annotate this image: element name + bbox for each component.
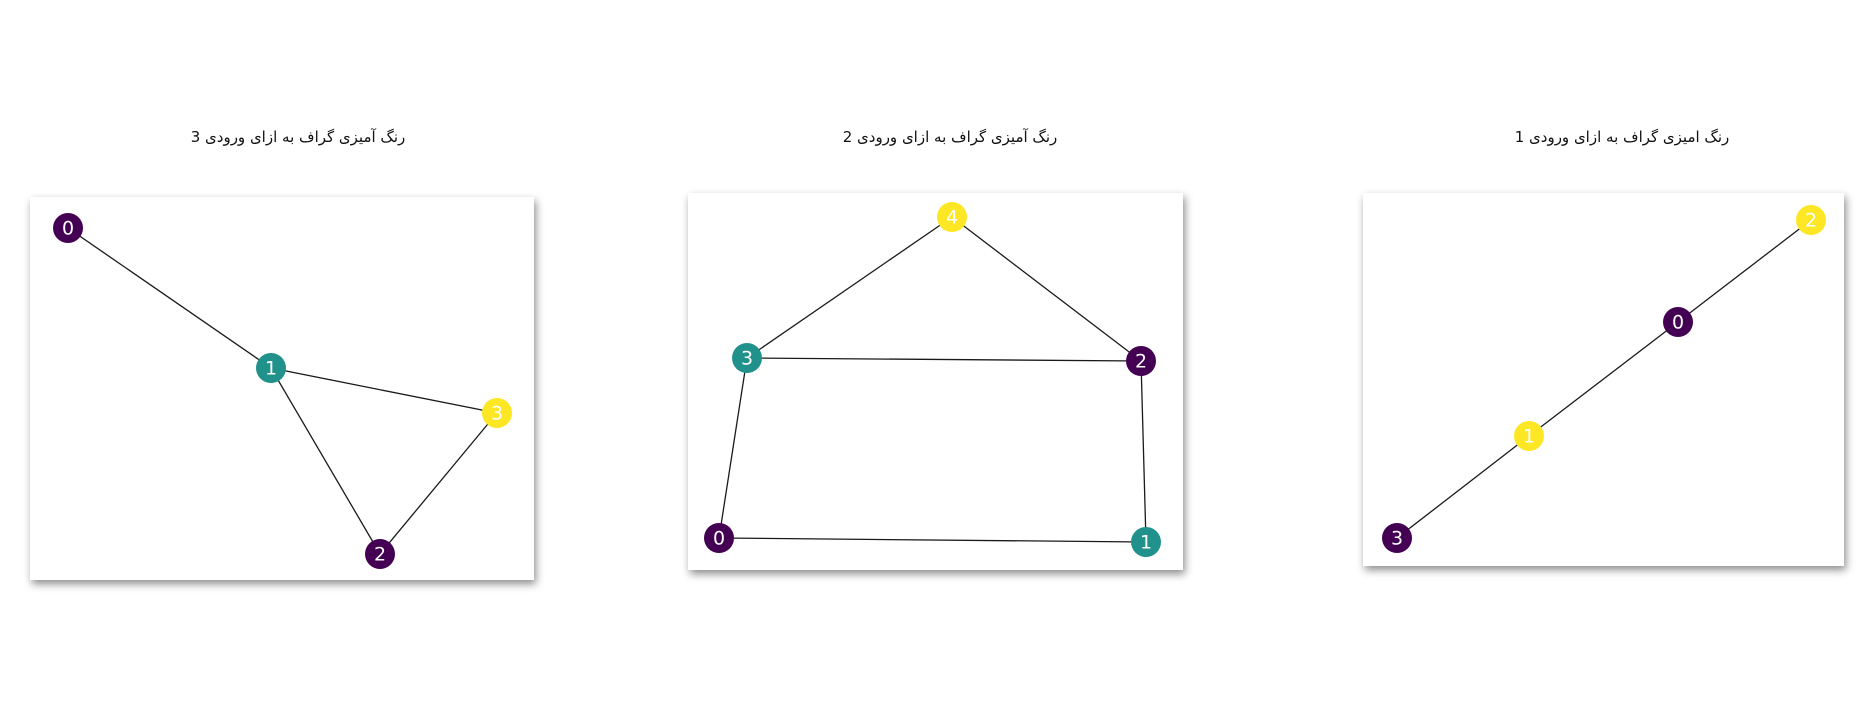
edge-1-3 — [270, 367, 498, 414]
node-label: 3 — [491, 403, 503, 425]
node-2 — [365, 539, 395, 569]
node-2 — [1126, 346, 1156, 376]
edge-2-0 — [1677, 219, 1812, 323]
node-label: 0 — [1672, 312, 1684, 334]
edge-0-1 — [1528, 321, 1679, 437]
panel-title-3: رنگ امیزی گراف به ازای ورودی 1 — [1514, 128, 1730, 146]
edge-2-3 — [379, 412, 498, 555]
node-1 — [1514, 421, 1544, 451]
panel-title-1: رنگ آمیزی گراف به ازای ورودی 3 — [190, 128, 406, 146]
node-0 — [53, 213, 83, 243]
edge-0-1 — [718, 537, 1147, 543]
node-label: 1 — [1523, 426, 1535, 448]
graph-3: 0 1 2 3 — [1382, 205, 1826, 553]
node-label: 3 — [741, 348, 753, 370]
edge-4-3 — [746, 216, 953, 359]
node-label: 2 — [374, 544, 386, 566]
node-label: 1 — [1140, 532, 1152, 554]
edge-3-2 — [746, 357, 1142, 362]
node-3 — [732, 343, 762, 373]
node-label: 0 — [62, 218, 74, 240]
node-2 — [1796, 205, 1826, 235]
node-label: 1 — [265, 358, 277, 380]
edge-1-3 — [1396, 435, 1530, 539]
node-label: 3 — [1391, 528, 1403, 550]
node-label: 4 — [946, 207, 958, 229]
graph-panel-2 — [688, 193, 1183, 570]
graph-panel-1 — [30, 197, 534, 580]
node-label: 2 — [1135, 351, 1147, 373]
graph-1: 0 1 2 3 — [53, 213, 512, 569]
node-0 — [704, 523, 734, 553]
node-4 — [937, 202, 967, 232]
edge-0-1 — [67, 227, 272, 369]
edge-2-1 — [1140, 360, 1147, 543]
edge-1-2 — [270, 367, 381, 555]
node-1 — [1131, 527, 1161, 557]
edge-3-0 — [718, 357, 748, 539]
node-0 — [1663, 307, 1693, 337]
node-1 — [256, 353, 286, 383]
node-3 — [482, 398, 512, 428]
node-label: 0 — [713, 528, 725, 550]
panel-title-2: رنگ آمیزی گراف به ازای ورودی 2 — [842, 128, 1058, 146]
node-3 — [1382, 523, 1412, 553]
graph-2: 0 1 2 3 4 — [704, 202, 1161, 557]
node-label: 2 — [1805, 210, 1817, 232]
edge-4-2 — [951, 216, 1142, 362]
